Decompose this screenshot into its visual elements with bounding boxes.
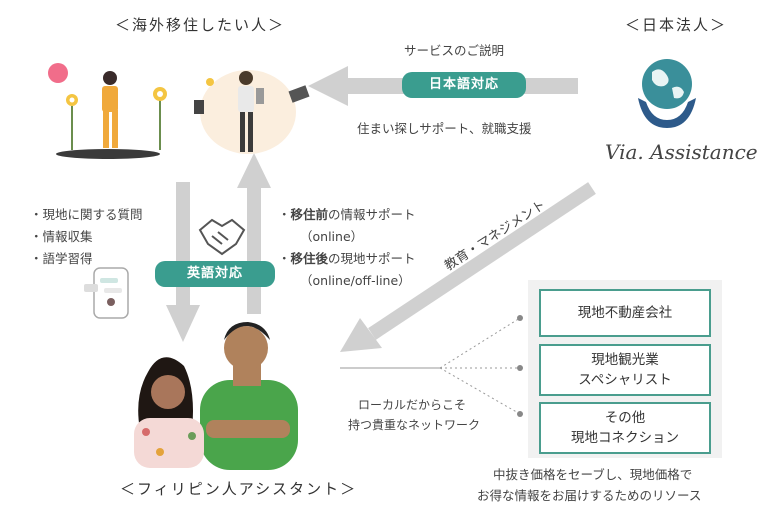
handshake-icon — [198, 218, 246, 256]
company-brand: Via. Assistance — [605, 140, 758, 164]
network-box-tourism: 現地観光業 スペシャリスト — [539, 344, 711, 396]
overseas-title: ＜海外移住したい人＞ — [115, 16, 286, 34]
housing-job-support-text: 住まい探しサポート、就職支援 — [357, 121, 532, 136]
network-caption-2: 持つ貴重なネットワーク — [348, 418, 481, 432]
footer-line-1: 中抜き価格をセーブし、現地価格で — [493, 467, 693, 482]
network-caption-1: ローカルだからこそ — [358, 398, 467, 412]
pre-move-rest: の情報サポート — [328, 207, 416, 222]
globe-hands-logo — [638, 59, 696, 128]
network-box-real-estate: 現地不動産会社 — [539, 289, 711, 337]
arrow-diagonal-management — [340, 182, 596, 352]
pre-move-mode: （online） — [300, 229, 364, 244]
post-move-support: ・移住後の現地サポート — [278, 251, 416, 266]
network-box-line1: 現地観光業 — [591, 352, 659, 368]
woman-illustration — [48, 63, 167, 159]
traveler-illustration — [194, 70, 310, 154]
network-box-other: その他 現地コネクション — [539, 402, 711, 454]
pre-move-support: ・移住前の情報サポート — [278, 207, 416, 222]
assistant-title: ＜フィリピン人アシスタント＞ — [120, 480, 358, 498]
network-lines — [340, 315, 523, 417]
service-explanation-text: サービスのご説明 — [404, 43, 505, 58]
list-item-info-gathering: ・情報収集 — [30, 229, 93, 244]
assistant-photos — [134, 322, 298, 470]
list-item-language: ・語学習得 — [30, 251, 93, 266]
phone-chat-icon — [84, 267, 129, 319]
network-box-line2: 現地コネクション — [571, 430, 679, 446]
footer-line-2: お得な情報をお届けするためのリソース — [477, 488, 702, 503]
network-box-line2: スペシャリスト — [578, 372, 672, 388]
company-title: ＜日本法人＞ — [625, 16, 728, 34]
network-box-line1: その他 — [604, 410, 646, 426]
japanese-support-badge: 日本語対応 — [402, 72, 526, 98]
post-move-mode: （online/off-line） — [300, 273, 411, 288]
post-move-bold: 移住後 — [290, 251, 329, 266]
post-move-rest: の現地サポート — [328, 251, 416, 266]
network-box-line1: 現地不動産会社 — [577, 305, 673, 321]
pre-move-bold: 移住前 — [290, 207, 329, 222]
english-support-badge: 英語対応 — [155, 261, 275, 287]
list-item-questions: ・現地に関する質問 — [30, 207, 143, 222]
